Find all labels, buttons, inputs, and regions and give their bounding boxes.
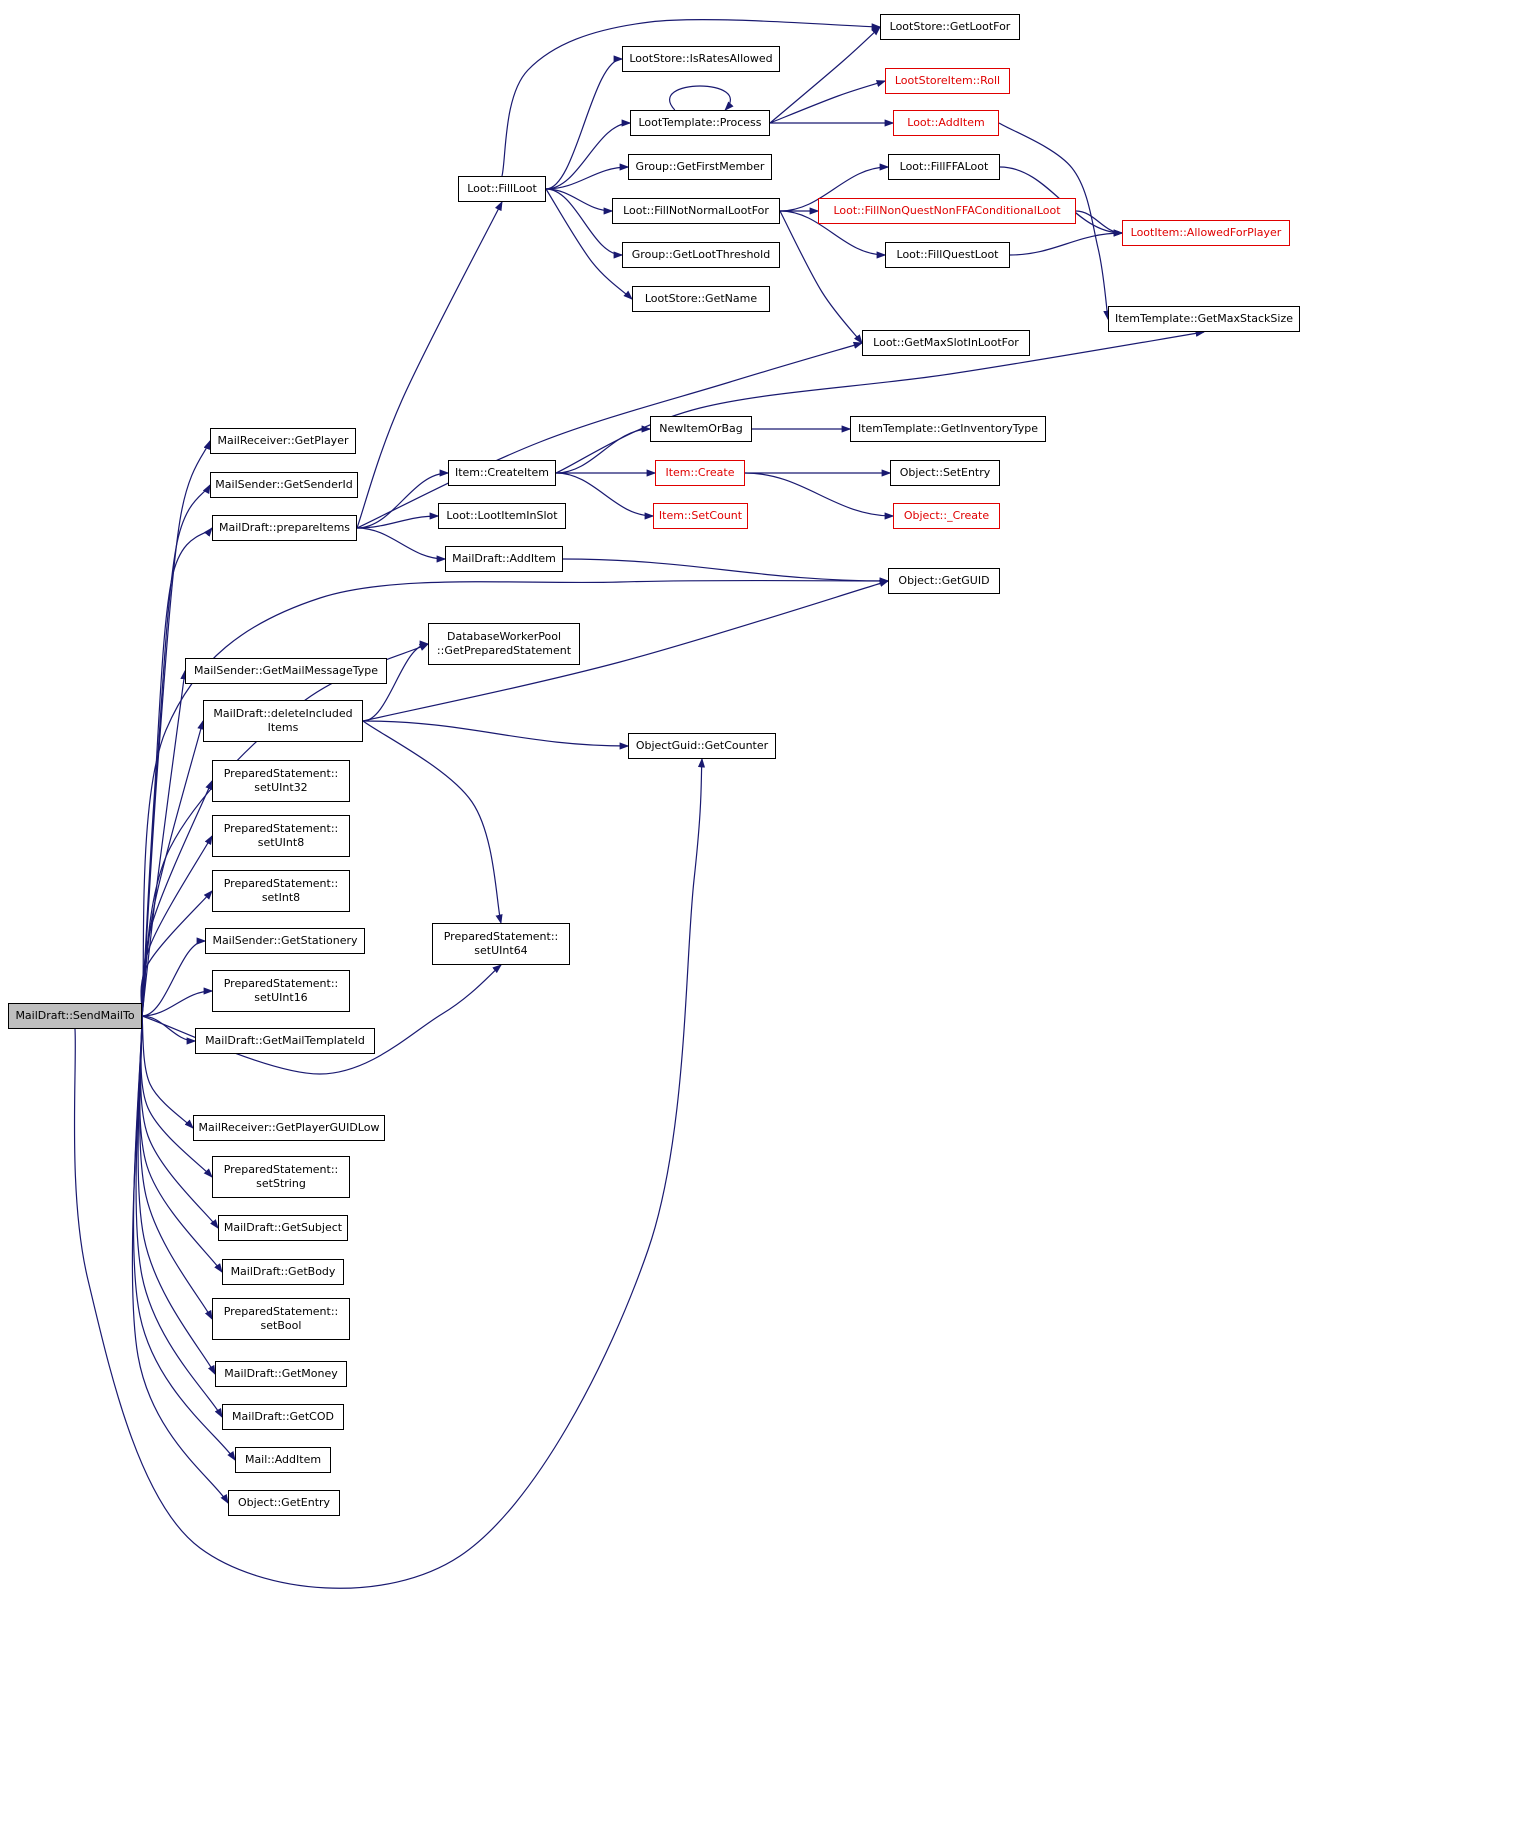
edge-fillloot-to-process: [545, 119, 632, 190]
edge-fillnotnormal-to-getmaxslotinlootfor: [779, 210, 863, 344]
edge-item-create-to-object-create: [744, 472, 895, 520]
node-setentry[interactable]: Object::SetEntry: [890, 460, 1000, 486]
edge-sendmailto-to-getcounter: [73, 757, 706, 1589]
edge-sendmailto-to-setuint16: [141, 987, 214, 1017]
node-getinventorytype[interactable]: ItemTemplate::GetInventoryType: [850, 416, 1046, 442]
node-object-create[interactable]: Object::_Create: [893, 503, 1000, 529]
node-setcount[interactable]: Item::SetCount: [653, 503, 748, 529]
node-lootiteminslot[interactable]: Loot::LootItemInSlot: [438, 503, 566, 529]
node-setuint32[interactable]: PreparedStatement:: setUInt32: [212, 760, 350, 802]
edge-sendmailto-to-prepareitems: [141, 527, 213, 1017]
node-getplayer[interactable]: MailReceiver::GetPlayer: [210, 428, 356, 454]
node-getmaxslotinlootfor[interactable]: Loot::GetMaxSlotInLootFor: [862, 330, 1030, 356]
edge-deleteincludeditems-to-getcounter: [362, 720, 630, 750]
node-prepareitems[interactable]: MailDraft::prepareItems: [212, 515, 357, 541]
edge-fillloot-to-isratesallowed: [545, 55, 624, 190]
edge-prepareitems-to-lootiteminslot: [356, 512, 440, 529]
node-setbool[interactable]: PreparedStatement:: setBool: [212, 1298, 350, 1340]
node-fillquestloot[interactable]: Loot::FillQuestLoot: [885, 242, 1010, 268]
edge-prepareitems-to-getmaxslotinlootfor: [356, 341, 864, 529]
edge-sendmailto-to-getmoney: [137, 1015, 216, 1376]
node-fillloot[interactable]: Loot::FillLoot: [458, 176, 546, 202]
edge-process-to-getlootfor: [769, 26, 881, 124]
node-setint8[interactable]: PreparedStatement:: setInt8: [212, 870, 350, 912]
edge-sendmailto-to-deleteincludeditems: [141, 719, 205, 1017]
edge-prepareitems-to-createitem: [356, 469, 450, 529]
edge-sendmailto-to-setbool: [139, 1015, 213, 1321]
edge-fillloot-to-getfirstmember: [545, 163, 630, 190]
node-getfirstmember[interactable]: Group::GetFirstMember: [628, 154, 772, 180]
node-getname[interactable]: LootStore::GetName: [632, 286, 770, 312]
node-getlootthreshold[interactable]: Group::GetLootThreshold: [622, 242, 780, 268]
node-setuint64[interactable]: PreparedStatement:: setUInt64: [432, 923, 570, 965]
edge-sendmailto-to-getmailmessagetype: [141, 669, 188, 1017]
node-getlootfor[interactable]: LootStore::GetLootFor: [880, 14, 1020, 40]
edge-sendmailto-to-getmailtemplateid: [141, 1015, 197, 1045]
node-setuint16[interactable]: PreparedStatement:: setUInt16: [212, 970, 350, 1012]
node-setstring[interactable]: PreparedStatement:: setString: [212, 1156, 350, 1198]
node-getmailtemplateid[interactable]: MailDraft::GetMailTemplateId: [195, 1028, 375, 1054]
edge-sendmailto-to-setint8: [140, 890, 213, 1017]
node-isratesallowed[interactable]: LootStore::IsRatesAllowed: [622, 46, 780, 72]
node-deleteincludeditems[interactable]: MailDraft::deleteIncluded Items: [203, 700, 363, 742]
edge-deleteincludeditems-to-setuint64: [362, 720, 503, 925]
node-getmaxstacksize[interactable]: ItemTemplate::GetMaxStackSize: [1108, 306, 1300, 332]
node-loot-additem[interactable]: Loot::AddItem: [893, 110, 999, 136]
edge-fillloot-to-fillnotnormal: [545, 188, 614, 215]
node-getpreparedstatement[interactable]: DatabaseWorkerPool ::GetPreparedStatemen…: [428, 623, 580, 665]
edge-sendmailto-to-getbody: [139, 1015, 223, 1273]
node-roll[interactable]: LootStoreItem::Roll: [885, 68, 1010, 94]
node-getsubject[interactable]: MailDraft::GetSubject: [218, 1215, 348, 1241]
node-sendmailto: MailDraft::SendMailTo: [8, 1003, 142, 1029]
node-getmoney[interactable]: MailDraft::GetMoney: [215, 1361, 347, 1387]
edge-fillloot-to-getlootfor: [501, 19, 882, 177]
node-maildraft-additem[interactable]: MailDraft::AddItem: [445, 546, 563, 572]
node-newitemorbag[interactable]: NewItemOrBag: [650, 416, 752, 442]
edge-fillloot-to-getlootthreshold: [545, 188, 624, 259]
edge-prepareitems-to-maildraft-additem: [356, 527, 447, 563]
edge-createitem-to-newitemorbag: [555, 425, 652, 474]
edge-sendmailto-to-getcod: [135, 1015, 223, 1419]
node-getcod[interactable]: MailDraft::GetCOD: [222, 1404, 344, 1430]
edge-fillnonquestnonffa-to-allowedforplayer: [1075, 210, 1124, 237]
node-getplayerguidlow[interactable]: MailReceiver::GetPlayerGUIDLow: [193, 1115, 385, 1141]
edge-sendmailto-to-setuint32: [141, 779, 213, 1017]
edge-process-to-roll: [769, 80, 887, 124]
edge-fillquestloot-to-allowedforplayer: [1009, 229, 1124, 256]
node-getentry[interactable]: Object::GetEntry: [228, 1490, 340, 1516]
edge-process-to-process: [669, 85, 734, 111]
edge-maildraft-additem-to-getguid: [562, 558, 890, 585]
edge-createitem-to-setcount: [555, 472, 655, 520]
node-createitem[interactable]: Item::CreateItem: [448, 460, 556, 486]
node-setuint8[interactable]: PreparedStatement:: setUInt8: [212, 815, 350, 857]
edge-sendmailto-to-getsenderid: [141, 483, 211, 1017]
edge-sendmailto-to-getentry: [131, 1015, 229, 1505]
edge-sendmailto-to-getplayerguidlow: [141, 1015, 194, 1129]
node-allowedforplayer[interactable]: LootItem::AllowedForPlayer: [1122, 220, 1290, 246]
edge-sendmailto-to-getplayer: [141, 439, 211, 1017]
node-fillffaloot[interactable]: Loot::FillFFALoot: [888, 154, 1000, 180]
node-fillnonquestnonffa[interactable]: Loot::FillNonQuestNonFFAConditionalLoot: [818, 198, 1076, 224]
edge-sendmailto-to-getstationery: [141, 937, 207, 1017]
node-getsenderid[interactable]: MailSender::GetSenderId: [210, 472, 358, 498]
node-process[interactable]: LootTemplate::Process: [630, 110, 770, 136]
node-getbody[interactable]: MailDraft::GetBody: [222, 1259, 344, 1285]
node-mail-additem[interactable]: Mail::AddItem: [235, 1447, 331, 1473]
node-getstationery[interactable]: MailSender::GetStationery: [205, 928, 365, 954]
node-fillnotnormal[interactable]: Loot::FillNotNormalLootFor: [612, 198, 780, 224]
node-item-create[interactable]: Item::Create: [655, 460, 745, 486]
node-getcounter[interactable]: ObjectGuid::GetCounter: [628, 733, 776, 759]
node-getmailmessagetype[interactable]: MailSender::GetMailMessageType: [185, 658, 387, 684]
edge-sendmailto-to-setuint8: [141, 834, 213, 1017]
node-getguid[interactable]: Object::GetGUID: [888, 568, 1000, 594]
